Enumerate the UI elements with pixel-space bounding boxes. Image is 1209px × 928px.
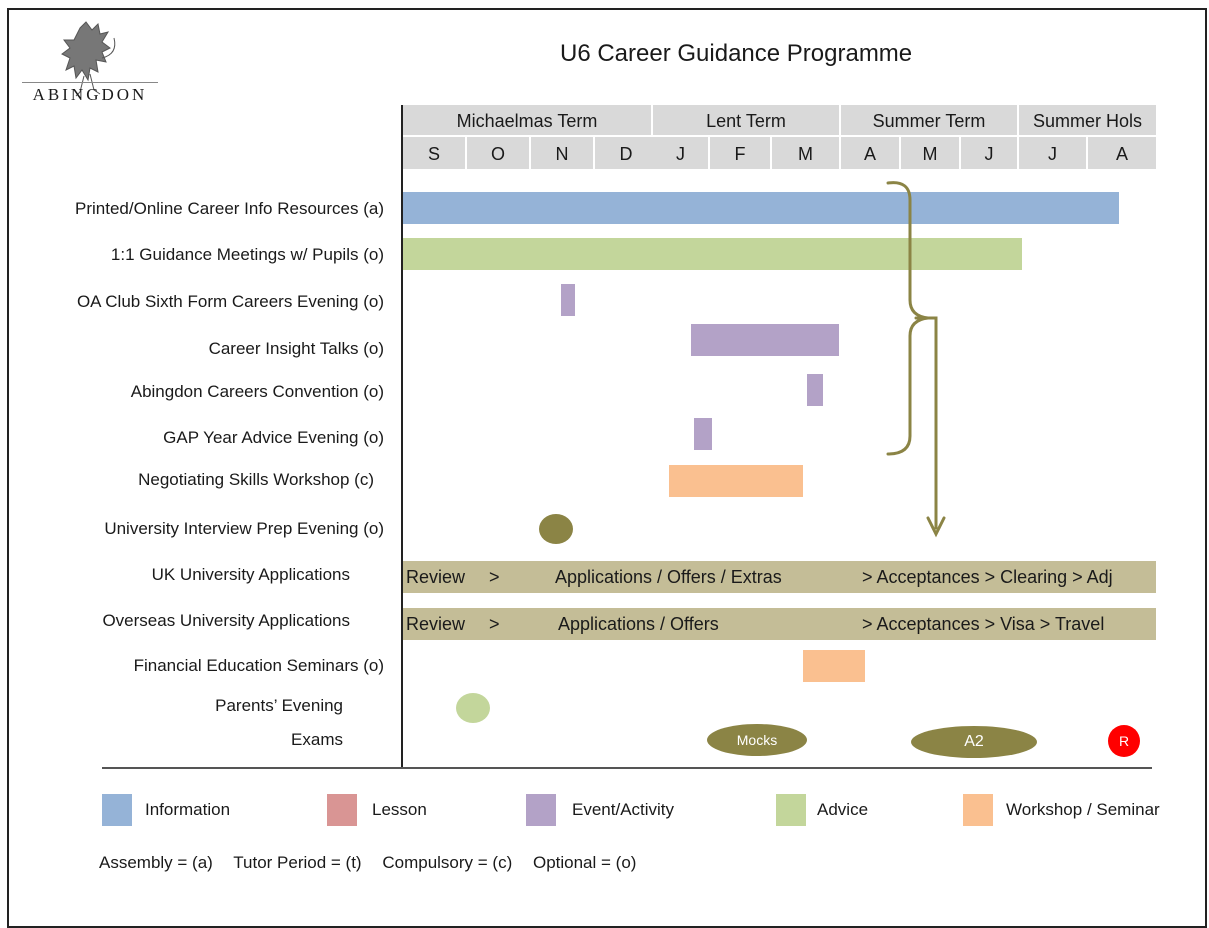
row-label-career-info: Printed/Online Career Info Resources (a) — [75, 199, 384, 218]
month-header: O — [467, 137, 529, 169]
bar-careers-convention — [807, 374, 823, 406]
month-header: A — [841, 137, 899, 169]
a2-label: A2 — [964, 733, 984, 750]
month-header: F — [710, 137, 770, 169]
baseline — [102, 767, 1152, 769]
mocks-label: Mocks — [736, 732, 778, 748]
legend-label-workshop: Workshop / Seminar — [1006, 800, 1160, 819]
uk-applications-band: Review > Applications / Offers / Extras … — [403, 561, 1156, 593]
month-header: M — [901, 137, 959, 169]
legend-label-advice: Advice — [817, 800, 869, 819]
row-label-uk-applications: UK University Applications — [151, 565, 350, 584]
month-header: A — [1088, 137, 1156, 169]
legend-label-event: Event/Activity — [572, 800, 675, 819]
arrow-head-icon — [926, 516, 946, 538]
key-tutor-period: Tutor Period = (t) — [233, 853, 362, 872]
band-arrow: > — [489, 567, 500, 587]
results-label: R — [1118, 733, 1130, 749]
row-label-careers-convention: Abingdon Careers Convention (o) — [130, 382, 384, 401]
legend-swatch-event — [526, 794, 556, 826]
term-summer-hols: Summer Hols — [1019, 105, 1156, 135]
row-label-gap-year: GAP Year Advice Evening (o) — [163, 428, 384, 447]
bar-career-info — [403, 192, 1119, 224]
row-label-overseas-applications: Overseas University Applications — [102, 611, 350, 630]
interview-prep-dot — [539, 514, 573, 544]
band-middle: Applications / Offers / Extras — [555, 567, 782, 587]
month-header: D — [595, 137, 657, 169]
month-header: M — [772, 137, 839, 169]
bar-gap-year — [694, 418, 712, 450]
bar-insight-talks — [691, 324, 839, 356]
parents-evening-dot — [456, 693, 490, 723]
abbreviation-key: Assembly = (a) Tutor Period = (t) Compul… — [99, 853, 652, 873]
term-michaelmas: Michaelmas Term — [403, 105, 651, 135]
a2-oval — [911, 726, 1037, 758]
legend-swatch-lesson — [327, 794, 357, 826]
band-end: > Acceptances > Clearing > Adj — [862, 567, 1113, 587]
band-end: > Acceptances > Visa > Travel — [862, 614, 1105, 634]
row-label-oa-club: OA Club Sixth Form Careers Evening (o) — [76, 292, 384, 311]
page-title: U6 Career Guidance Programme — [560, 40, 913, 67]
month-header: J — [961, 137, 1017, 169]
row-label-financial-education: Financial Education Seminars (o) — [133, 656, 384, 675]
row-label-interview-prep: University Interview Prep Evening (o) — [104, 519, 384, 538]
mocks-oval — [707, 724, 807, 756]
key-optional: Optional = (o) — [532, 853, 637, 872]
band-review: Review — [406, 614, 466, 634]
heraldic-lion-icon — [61, 21, 116, 97]
bracket-arrow-overlay — [456, 181, 1140, 758]
overseas-applications-band: Review > Applications / Offers > Accepta… — [403, 608, 1156, 640]
bar-guidance-meetings — [403, 238, 1022, 270]
month-header: J — [653, 137, 708, 169]
band-review: Review — [406, 567, 466, 587]
legend-label-information: Information — [145, 800, 231, 819]
legend-swatch-workshop — [963, 794, 993, 826]
band-middle: Applications / Offers — [558, 614, 719, 634]
row-label-guidance-meetings: 1:1 Guidance Meetings w/ Pupils (o) — [110, 245, 384, 264]
term-lent: Lent Term — [653, 105, 839, 135]
legend-swatch-advice — [776, 794, 806, 826]
row-label-exams: Exams — [291, 730, 343, 749]
row-label-negotiating-skills: Negotiating Skills Workshop (c) — [138, 470, 374, 489]
vertical-axis — [401, 105, 403, 768]
legend-swatch-information — [102, 794, 132, 826]
key-assembly: Assembly = (a) — [99, 853, 213, 872]
term-summer: Summer Term — [841, 105, 1017, 135]
row-label-parents-evening: Parents’ Evening — [215, 696, 343, 715]
row-label-insight-talks: Career Insight Talks (o) — [208, 339, 384, 358]
band-arrow: > — [489, 614, 500, 634]
month-header: J — [1019, 137, 1086, 169]
logo-text: ABINGDON — [22, 82, 158, 105]
bar-financial-education — [803, 650, 865, 682]
legend-label-lesson: Lesson — [372, 800, 427, 819]
results-dot — [1108, 725, 1140, 757]
bar-negotiating-skills — [669, 465, 803, 497]
arrow-line — [914, 316, 938, 530]
month-header: N — [531, 137, 593, 169]
bar-oa-club — [561, 284, 575, 316]
key-compulsory: Compulsory = (c) — [382, 853, 513, 872]
month-header: S — [403, 137, 465, 169]
